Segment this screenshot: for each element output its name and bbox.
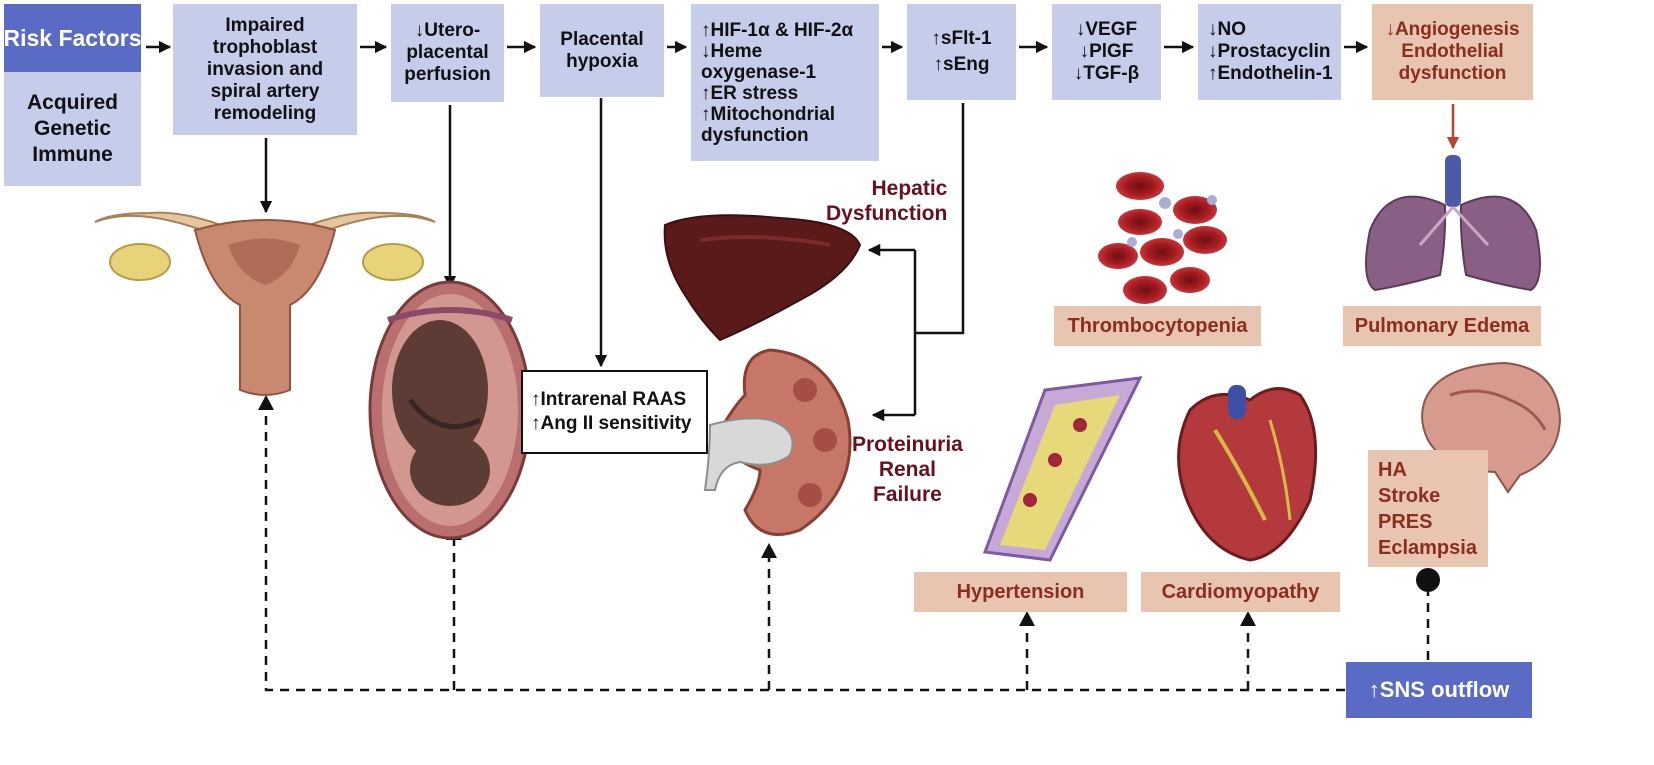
thrombocytopenia-label: Thrombocytopenia — [1054, 306, 1261, 346]
liver-illustration — [663, 214, 862, 342]
sflt-box: ↑sFlt-1 ↑sEng — [907, 4, 1016, 100]
pulmonary-edema-label: Pulmonary Edema — [1343, 306, 1541, 346]
hypoxia-box: Placental hypoxia — [540, 4, 664, 97]
arrow-sflt-to-liver-kidney — [915, 103, 965, 335]
sns-feedback-arrows — [264, 405, 1430, 692]
uterus-illustration — [94, 211, 436, 396]
renal-label: Proteinuria Renal Failure — [852, 433, 963, 506]
risk-factors-title: Risk Factors — [3, 4, 142, 72]
angiogenesis-box: ↓Angiogenesis Endothelial dysfunction — [1372, 4, 1533, 100]
risk-item: Genetic — [33, 117, 112, 140]
kidney-illustration — [703, 348, 852, 536]
trophoblast-box: Impaired trophoblast invasion and spiral… — [173, 4, 357, 135]
risk-item: Acquired — [26, 91, 118, 114]
hypertension-label: Hypertension — [914, 572, 1127, 612]
perfusion-box: ↓Utero- placental perfusion — [391, 4, 504, 102]
risk-item: Immune — [32, 143, 113, 166]
no-box: ↓NO ↓Prostacyclin ↑Endothelin-1 — [1198, 4, 1341, 100]
risk-factors-list: Acquired Genetic Immune — [4, 72, 141, 186]
downward-arrows — [259, 98, 965, 422]
neuro-outcomes-box: HA Stroke PRES Eclampsia — [1368, 450, 1488, 567]
raas-box: ↑Intrarenal RAAS ↑Ang II sensitivity — [521, 370, 708, 454]
hepatic-label: Hepatic Dysfunction — [826, 177, 948, 225]
rbc-illustration — [1098, 172, 1227, 304]
fetus-illustration — [368, 280, 532, 540]
cardiomyopathy-label: Cardiomyopathy — [1141, 572, 1340, 612]
heart-illustration — [1177, 385, 1318, 562]
sns-outflow-box: ↑SNS outflow — [1346, 662, 1532, 718]
vegf-box: ↓VEGF ↓PlGF ↓TGF-β — [1052, 4, 1161, 100]
lungs-illustration — [1365, 155, 1541, 292]
artery-illustration — [982, 376, 1143, 562]
sns-baseline — [264, 405, 1345, 692]
sns-block-dot — [1416, 568, 1440, 592]
hif-box: ↑HIF-1α & HIF-2α ↓Heme oxygenase-1 ↑ER s… — [691, 4, 879, 161]
